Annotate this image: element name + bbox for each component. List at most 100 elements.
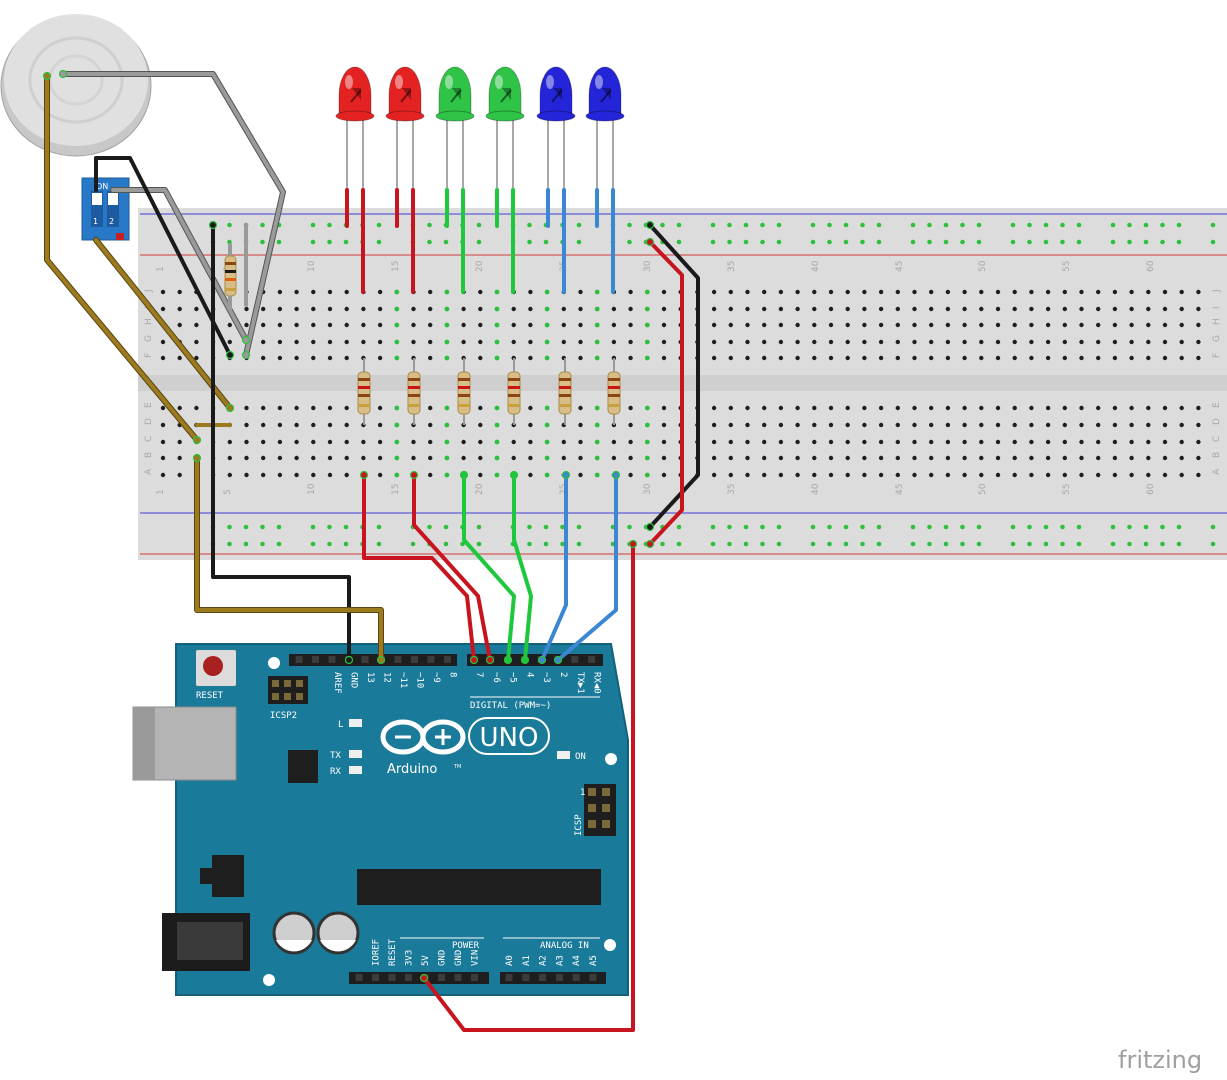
breadboard-hole bbox=[428, 405, 433, 411]
header-pin[interactable] bbox=[295, 656, 303, 663]
breadboard-hole bbox=[778, 405, 784, 411]
breadboard-hole bbox=[1096, 289, 1101, 295]
breadboard-hole bbox=[311, 439, 316, 445]
breadboard-hole bbox=[461, 306, 466, 312]
row-letter: A bbox=[1212, 468, 1222, 475]
digital-pin-label: GND bbox=[349, 672, 359, 688]
breadboard-hole bbox=[1112, 472, 1118, 478]
breadboard-hole bbox=[728, 355, 733, 361]
header-pin[interactable] bbox=[471, 974, 478, 981]
dip-switch[interactable]: ON 1 2 bbox=[81, 177, 130, 241]
breadboard-hole bbox=[177, 289, 182, 295]
breadboard-hole bbox=[711, 405, 717, 411]
rail-hole bbox=[276, 239, 282, 245]
rail-hole bbox=[743, 541, 749, 547]
header-pin[interactable] bbox=[411, 656, 418, 663]
column-number: 30 bbox=[643, 483, 653, 495]
breadboard-hole bbox=[1096, 306, 1101, 312]
rail-hole bbox=[476, 541, 482, 547]
breadboard-hole bbox=[1129, 455, 1134, 461]
power-header bbox=[349, 972, 489, 984]
header-pin[interactable] bbox=[438, 974, 445, 981]
header-pin[interactable] bbox=[361, 656, 369, 663]
pin2-blue-wire bbox=[556, 473, 618, 662]
wire-endpoints bbox=[42, 69, 655, 983]
breadboard-hole bbox=[778, 306, 784, 312]
wire-endpoint bbox=[645, 539, 655, 549]
breadboard-hole bbox=[711, 289, 717, 295]
header-pin[interactable] bbox=[571, 656, 579, 663]
breadboard-hole bbox=[628, 306, 633, 312]
header-pin[interactable] bbox=[394, 656, 402, 663]
breadboard-hole bbox=[1012, 306, 1017, 312]
breadboard-hole bbox=[578, 339, 583, 345]
breadboard-hole bbox=[1112, 455, 1118, 461]
icsp-pin bbox=[602, 820, 610, 828]
breadboard-hole bbox=[979, 306, 984, 312]
breadboard-hole bbox=[544, 455, 550, 461]
rail-hole bbox=[910, 222, 916, 228]
breadboard-hole bbox=[995, 306, 1001, 312]
header-pin[interactable] bbox=[454, 974, 462, 981]
header-pin[interactable] bbox=[522, 974, 530, 981]
breadboard-hole bbox=[845, 306, 850, 312]
dip-pos2-label: 2 bbox=[109, 217, 114, 226]
breadboard-hole bbox=[277, 306, 283, 312]
breadboard-hole bbox=[1079, 405, 1084, 411]
rail-hole bbox=[710, 541, 716, 547]
breadboard-hole bbox=[762, 355, 767, 361]
header-pin[interactable] bbox=[355, 974, 363, 981]
breadboard-hole bbox=[327, 472, 333, 478]
rail-hole bbox=[776, 524, 782, 530]
rail-hole bbox=[860, 239, 865, 245]
rail-hole bbox=[760, 541, 765, 547]
rail-hole bbox=[476, 524, 482, 530]
header-pin[interactable] bbox=[588, 656, 596, 663]
breadboard-hole bbox=[628, 322, 633, 328]
breadboard-hole bbox=[1012, 322, 1017, 328]
icsp2-pin bbox=[296, 680, 303, 687]
breadboard-hole bbox=[878, 405, 884, 411]
breadboard-hole bbox=[745, 439, 750, 445]
dip-switch-toggle-1[interactable] bbox=[92, 193, 102, 205]
breadboard-hole bbox=[361, 339, 366, 345]
rail-hole bbox=[427, 222, 432, 228]
breadboard-hole bbox=[1112, 339, 1118, 345]
breadboard-hole bbox=[1129, 322, 1134, 328]
rail-hole bbox=[1060, 222, 1065, 228]
header-pin[interactable] bbox=[539, 974, 547, 981]
header-pin[interactable] bbox=[427, 656, 435, 663]
header-pin[interactable] bbox=[572, 974, 580, 981]
header-pin[interactable] bbox=[388, 974, 396, 981]
breadboard-hole bbox=[1179, 455, 1184, 461]
breadboard-hole bbox=[828, 422, 834, 428]
header-pin[interactable] bbox=[328, 656, 336, 663]
uno-text: UNO bbox=[480, 723, 539, 753]
rail-hole bbox=[1210, 524, 1216, 530]
breadboard-hole bbox=[962, 405, 967, 411]
icsp-pin bbox=[588, 788, 596, 796]
rail-hole bbox=[1010, 222, 1016, 228]
header-pin[interactable] bbox=[555, 974, 563, 981]
breadboard-hole bbox=[1179, 405, 1184, 411]
header-pin[interactable] bbox=[505, 974, 513, 981]
header-pin[interactable] bbox=[405, 974, 412, 981]
rail-hole bbox=[843, 541, 849, 547]
breadboard-hole bbox=[1045, 472, 1051, 478]
reset-button-cap[interactable] bbox=[203, 656, 223, 676]
dip-switch-toggle-2[interactable] bbox=[108, 193, 118, 205]
header-pin[interactable] bbox=[444, 656, 451, 663]
header-pin[interactable] bbox=[312, 656, 319, 663]
led-dome bbox=[488, 66, 522, 116]
breadboard-hole bbox=[344, 306, 349, 312]
breadboard-hole bbox=[1112, 322, 1118, 328]
breadboard-hole bbox=[1146, 405, 1151, 411]
breadboard-hole bbox=[628, 439, 633, 445]
header-pin[interactable] bbox=[589, 974, 597, 981]
breadboard-hole bbox=[478, 472, 483, 478]
header-pin[interactable] bbox=[372, 974, 379, 981]
rail-hole bbox=[1127, 524, 1132, 530]
breadboard-hole bbox=[1196, 455, 1201, 461]
breadboard-hole bbox=[494, 289, 500, 295]
rail-hole bbox=[943, 222, 949, 228]
